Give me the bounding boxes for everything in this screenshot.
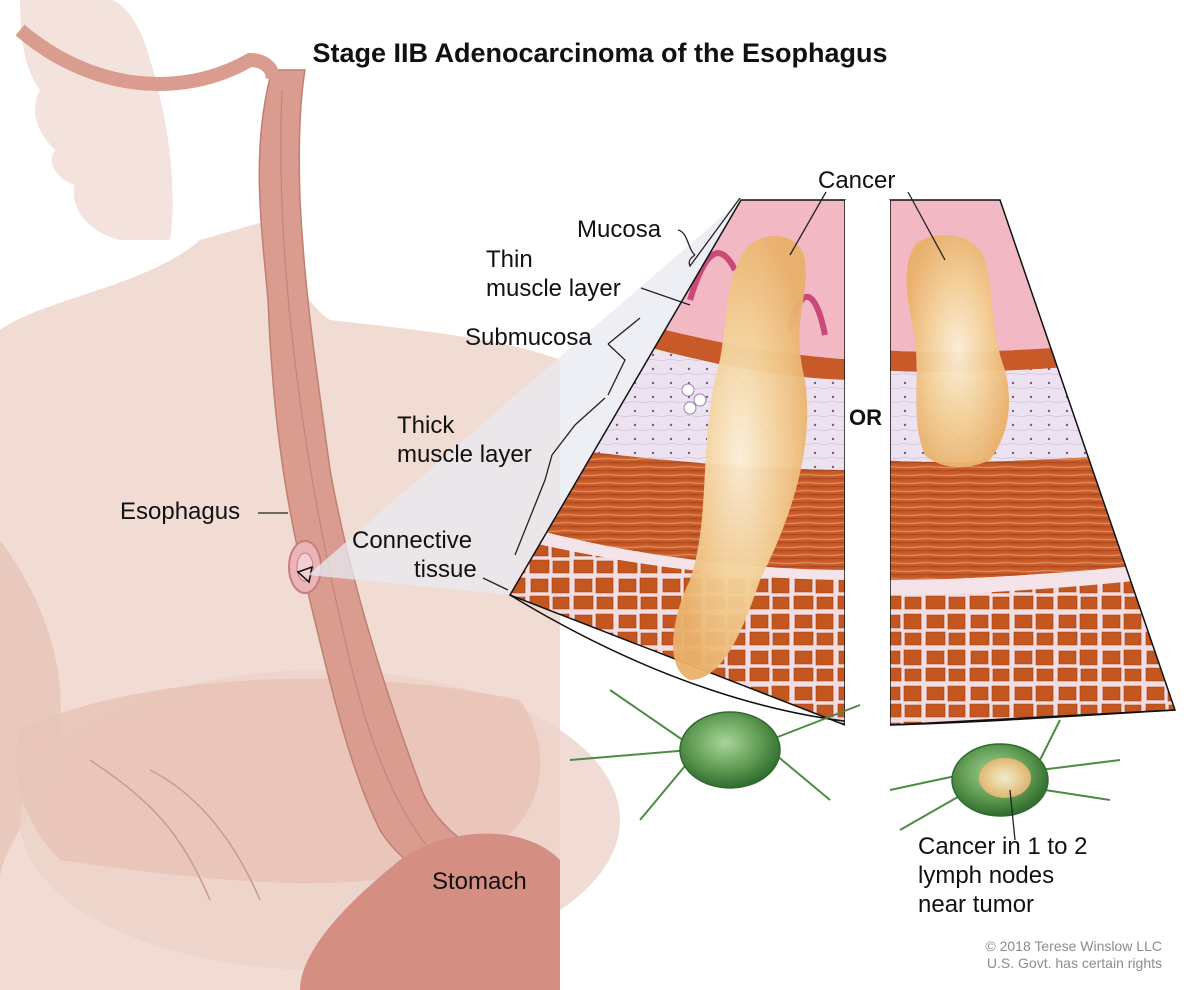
copyright-notice: © 2018 Terese Winslow LLC U.S. Govt. has… — [900, 938, 1162, 972]
label-stomach: Stomach — [432, 868, 527, 895]
label-submucosa: Submucosa — [465, 324, 592, 351]
copyright-line2: U.S. Govt. has certain rights — [986, 955, 1162, 971]
label-lymph-line3: near tumor — [918, 891, 1035, 918]
label-connective-line1: Connective — [352, 527, 473, 554]
label-thick-muscle-line2: muscle layer — [397, 441, 532, 468]
tumor-right — [906, 235, 1010, 467]
label-mucosa: Mucosa — [577, 216, 662, 243]
label-connective-line2: tissue — [414, 556, 477, 583]
label-esophagus: Esophagus — [120, 498, 241, 525]
leader-lines — [258, 191, 1016, 841]
lymph-node-right — [889, 719, 1121, 831]
or-divider — [845, 200, 890, 990]
stomach-shape — [300, 833, 560, 990]
label-lymph-line1: Cancer in 1 to 2 — [918, 833, 1088, 860]
label-lymph-line2: lymph nodes — [918, 862, 1055, 889]
label-or: OR — [849, 405, 882, 430]
label-thin-muscle-line2: muscle layer — [486, 275, 621, 302]
label-cancer: Cancer — [818, 167, 896, 194]
diagram-title: Stage IIB Adenocarcinoma of the Esophagu… — [312, 38, 888, 68]
copyright-line1: © 2018 Terese Winslow LLC — [985, 938, 1162, 954]
label-thin-muscle-line1: Thin — [486, 246, 533, 273]
label-thick-muscle-line1: Thick — [397, 412, 455, 439]
tumor-left — [673, 236, 808, 681]
lymph-node-left — [569, 689, 861, 821]
